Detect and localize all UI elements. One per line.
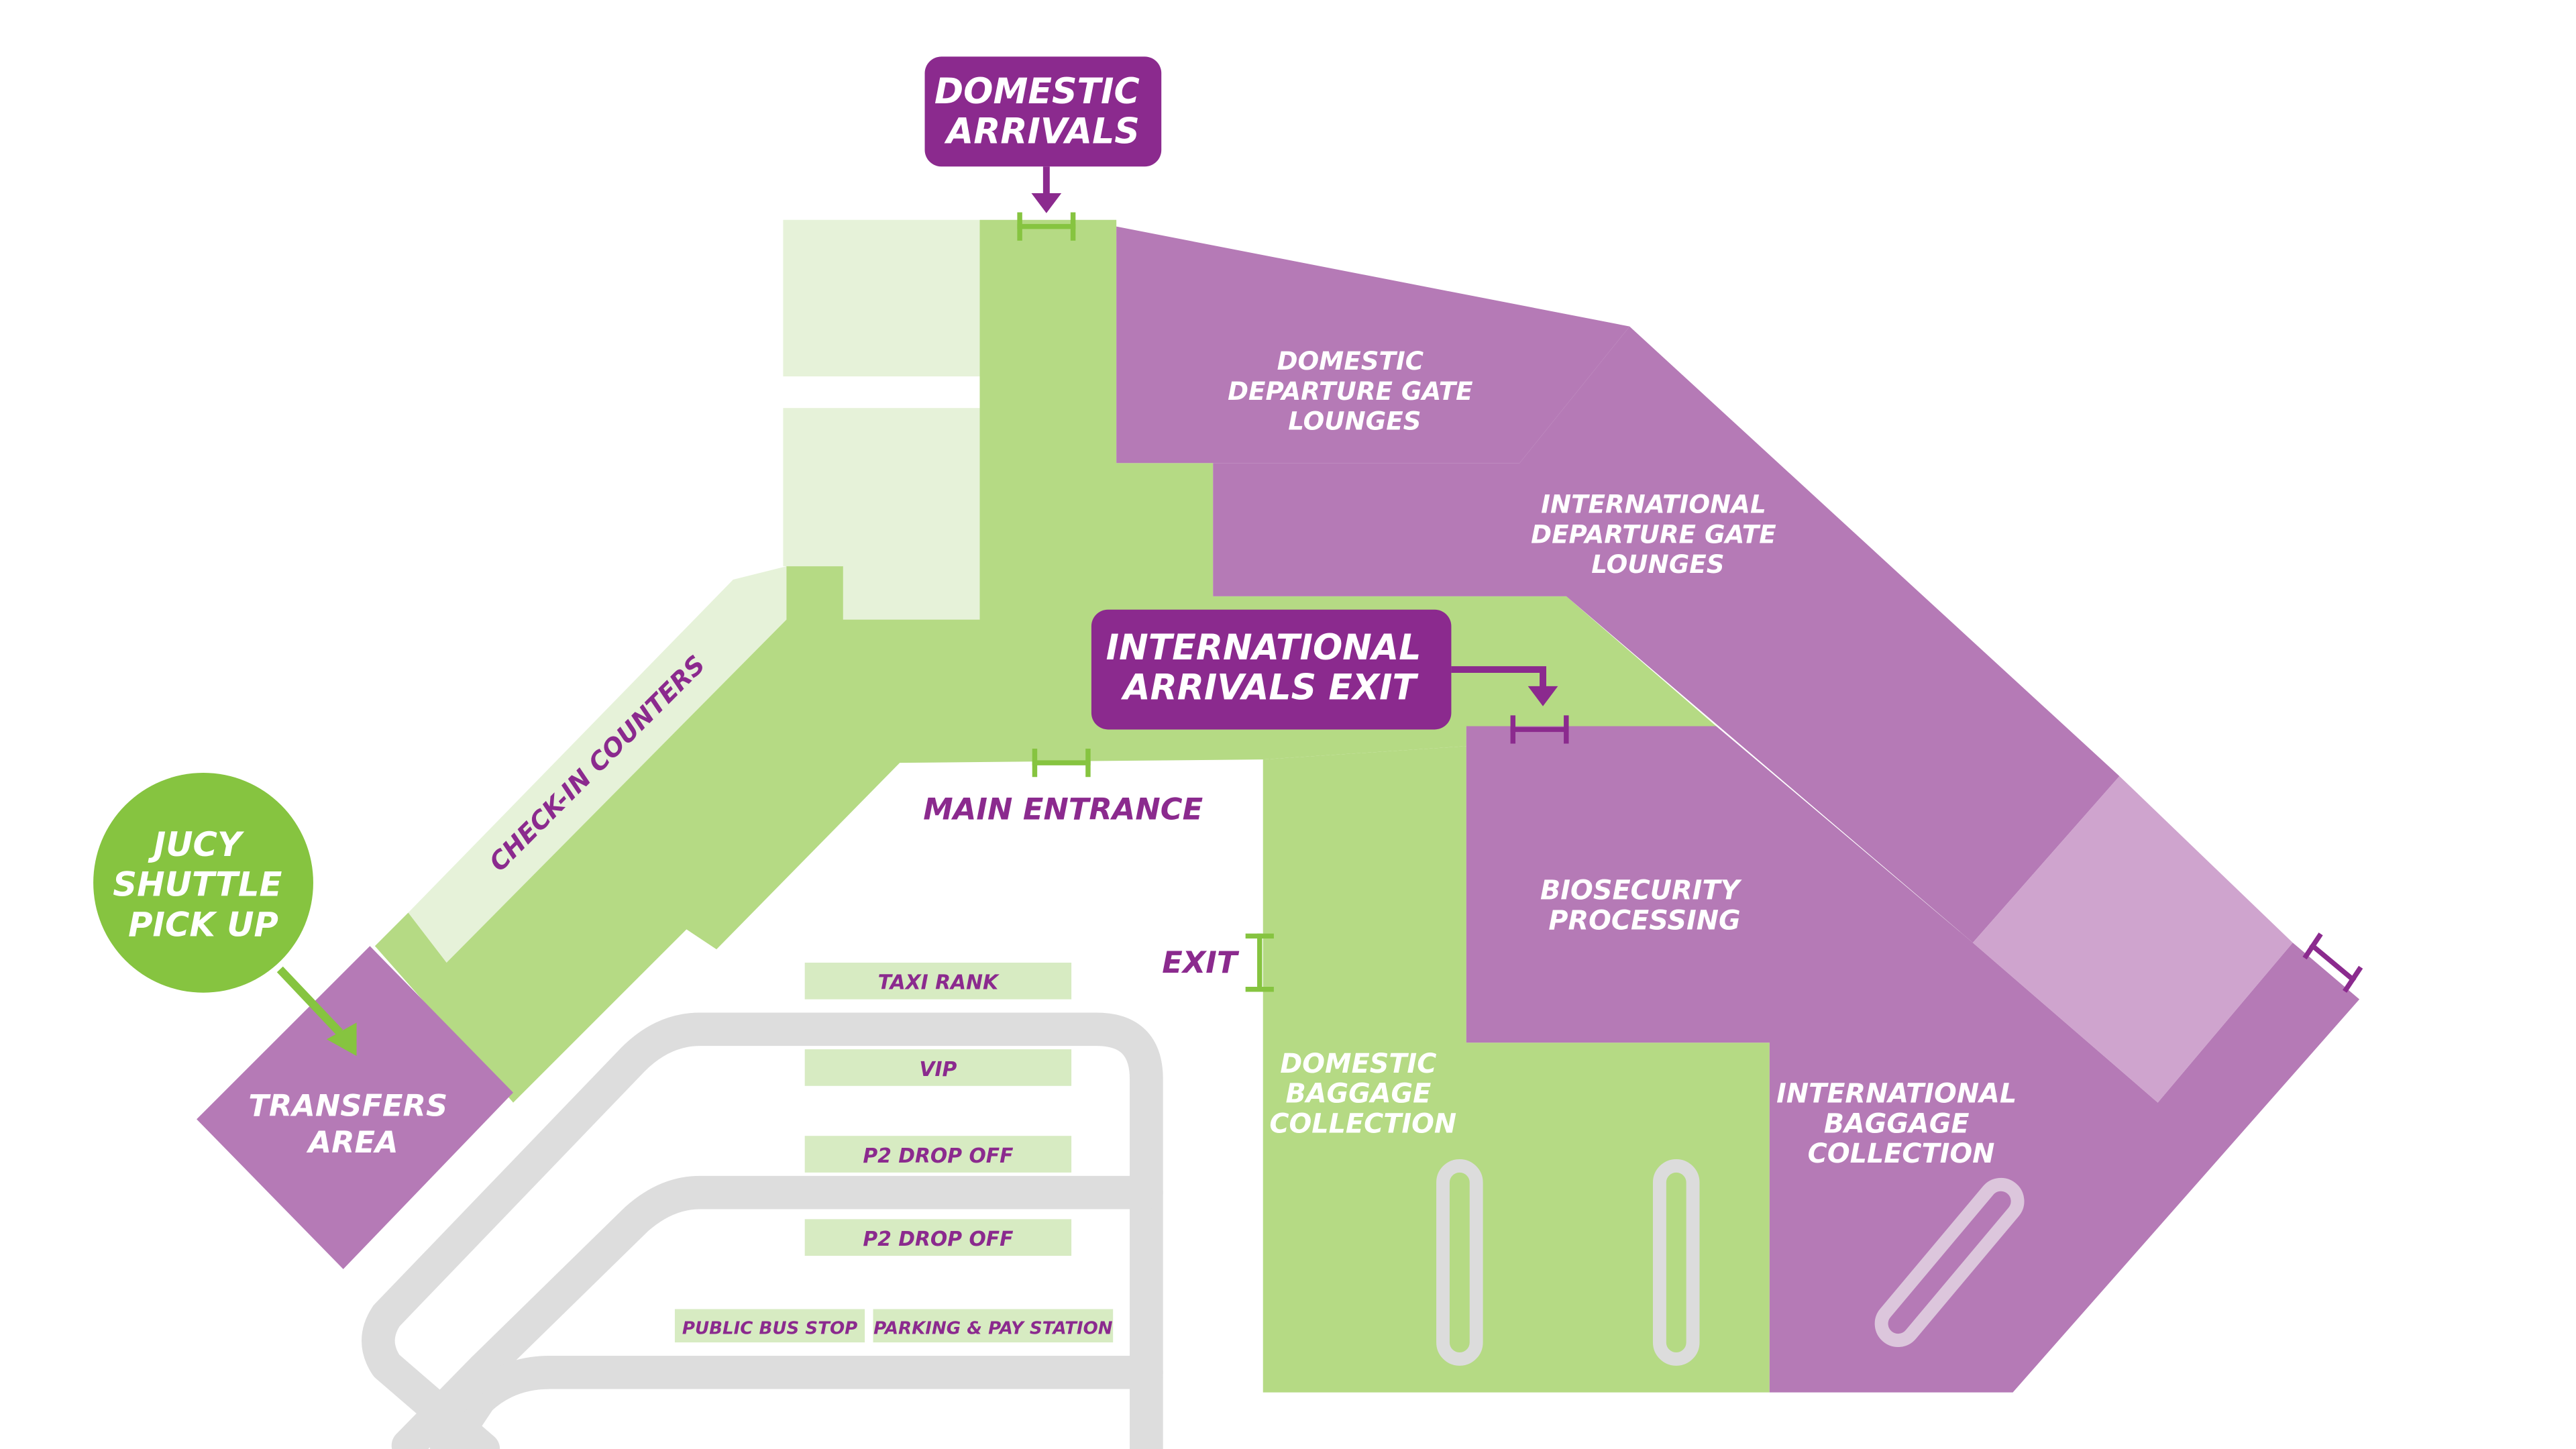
domestic-arrivals-arrowhead <box>1031 193 1062 213</box>
airside-light-block <box>1972 775 2293 1103</box>
jucy-shuttle-callout-text: JUCY SHUTTLE PICK UP <box>113 825 293 944</box>
door-markers <box>1017 212 2363 993</box>
parking-pay-station-label: PARKING & PAY STATION <box>873 1319 1113 1339</box>
domestic-departure-label: DOMESTIC DEPARTURE GATE LOUNGES <box>1228 346 1481 435</box>
exit-door <box>1245 933 1274 992</box>
landside-blocks <box>408 219 980 963</box>
main-entrance-door <box>1032 749 1091 777</box>
public-bus-stop-label: PUBLIC BUS STOP <box>682 1319 857 1339</box>
domestic-arrivals-callout-text: DOMESTIC ARRIVALS <box>934 72 1152 152</box>
domestic-carousel-1 <box>1436 1159 1483 1366</box>
transfers-area <box>197 946 514 1269</box>
p2-drop-off-label-1: P2 DROP OFF <box>863 1144 1013 1168</box>
taxi-rank-label: TAXI RANK <box>878 971 1000 995</box>
central-corridor <box>374 219 1717 1103</box>
road-inner-loop-3 <box>391 1352 500 1449</box>
domestic-baggage-label: DOMESTIC BAGGAGE COLLECTION <box>1269 1049 1456 1139</box>
international-arrivals-arrowhead <box>1527 686 1558 706</box>
domestic-arrivals-door <box>1017 212 1076 241</box>
check-in-strip <box>408 566 787 963</box>
jucy-shuttle-arrowhead <box>326 1022 357 1057</box>
international-arrivals-door <box>1510 715 1569 744</box>
forecourt-roads <box>362 1012 1163 1449</box>
biosecurity-international-baggage <box>1466 726 2360 1393</box>
domestic-arrivals-callout: DOMESTIC ARRIVALS <box>924 56 1162 213</box>
exit-label: EXIT <box>1162 945 1240 980</box>
road-outer-loop <box>362 1012 1163 1449</box>
domestic-carousel-2 <box>1652 1159 1700 1366</box>
green-terminal <box>374 219 1770 1393</box>
international-departure-lounges <box>1213 326 2120 943</box>
road-inner-loop-1 <box>466 1175 1163 1386</box>
baggage-carousels <box>1436 1159 2025 1366</box>
biosecurity-label: BIOSECURITY PROCESSING <box>1540 875 1749 936</box>
transfers-label: TRANSFERS AREA <box>248 1088 458 1160</box>
forecourt-labels: TAXI RANK VIP P2 DROP OFF P2 DROP OFF PU… <box>674 963 1114 1343</box>
international-arrivals-arrow <box>1451 666 1546 690</box>
purple-airside <box>197 226 2360 1393</box>
international-arrivals-callout-text: INTERNATIONAL ARRIVALS EXIT <box>1106 628 1434 708</box>
road-inner-loop-2 <box>429 1355 1163 1449</box>
main-entrance-label: MAIN ENTRANCE <box>923 792 1203 827</box>
jucy-shuttle-callout: JUCY SHUTTLE PICK UP <box>93 773 357 1057</box>
landside-block-top <box>783 219 980 377</box>
domestic-departure-lounges <box>1116 226 1630 464</box>
international-carousel <box>1874 1177 2025 1347</box>
domestic-baggage-hall <box>1263 746 1770 1393</box>
international-departure-label: INTERNATIONAL DEPARTURE GATE LOUNGES <box>1531 490 1784 579</box>
vip-label: VIP <box>919 1058 957 1081</box>
landside-block-mid <box>783 408 980 620</box>
side-door-purple <box>2302 932 2363 993</box>
p2-drop-off-label-2: P2 DROP OFF <box>863 1228 1013 1251</box>
international-baggage-label: INTERNATIONAL BAGGAGE COLLECTION <box>1776 1079 2026 1169</box>
international-arrivals-callout: INTERNATIONAL ARRIVALS EXIT <box>1091 609 1558 730</box>
jucy-shuttle-arrow <box>276 966 343 1036</box>
